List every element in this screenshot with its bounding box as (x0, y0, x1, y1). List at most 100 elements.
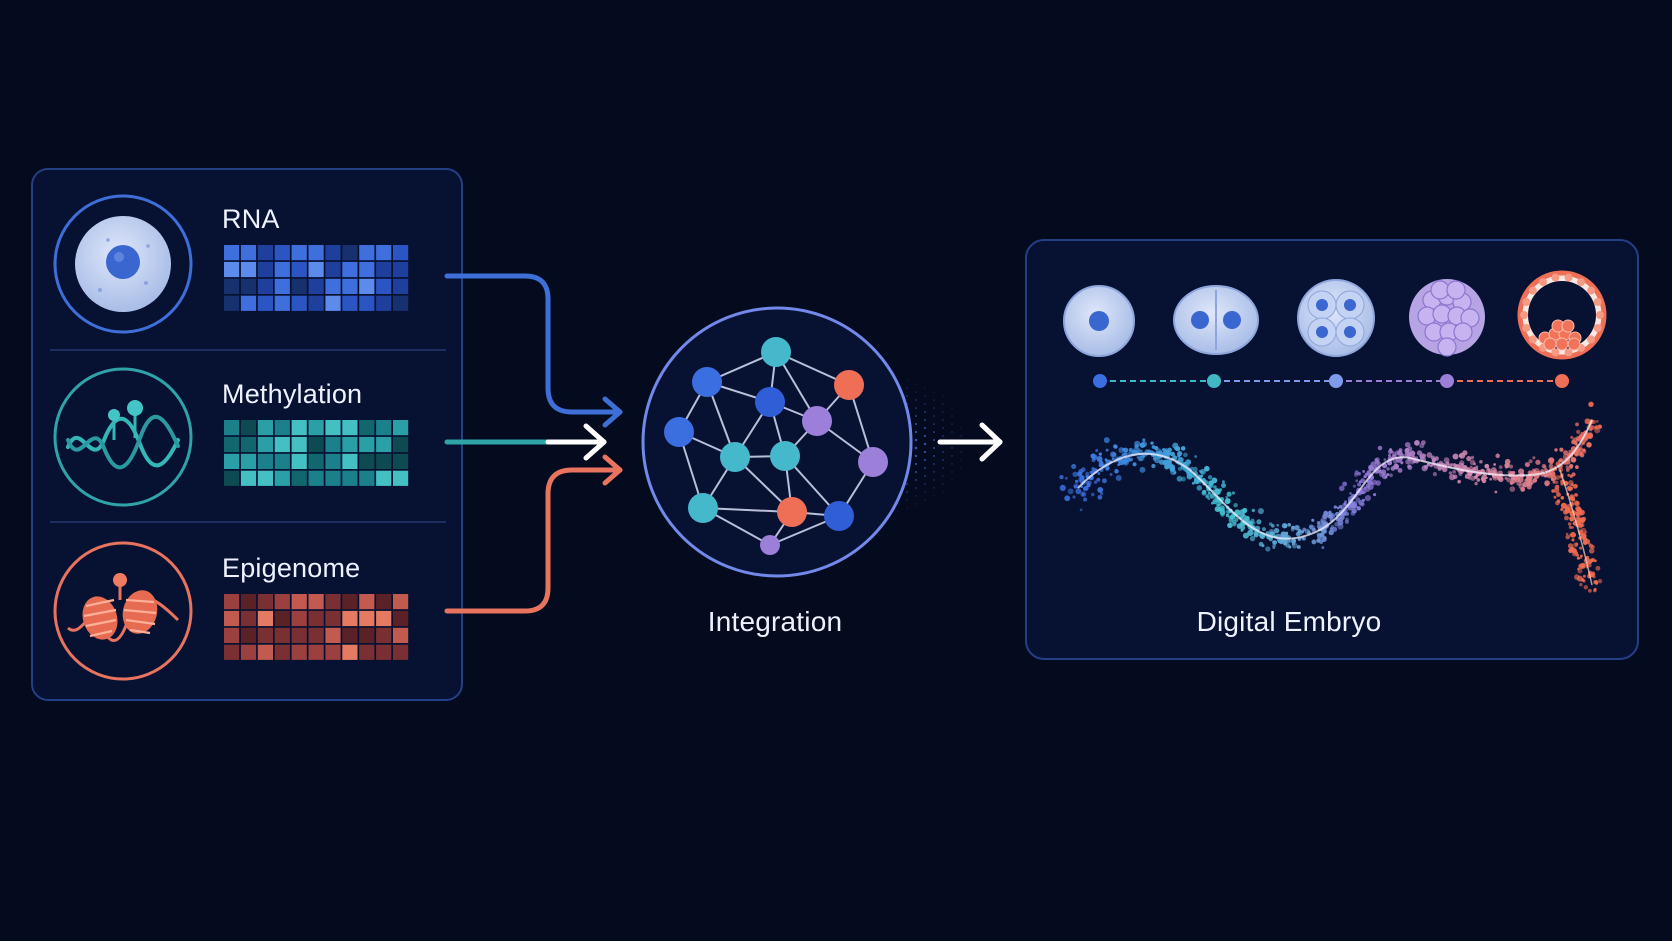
trajectory-dot (1569, 486, 1574, 490)
trajectory-dot (1268, 528, 1275, 535)
trajectory-dot (1364, 495, 1371, 502)
trajectory-dot (1067, 488, 1074, 495)
trajectory-dot (1265, 546, 1271, 552)
trajectory-dot (1220, 512, 1225, 517)
trajectory-dot (1575, 465, 1579, 469)
halftone-dot (933, 415, 935, 417)
trajectory-dot (1301, 530, 1305, 534)
heatmap-cell (257, 261, 273, 278)
epigenome-heatmap (224, 594, 409, 660)
trajectory-dot (1426, 462, 1431, 467)
network-node (761, 337, 791, 367)
rna-cell-icon (53, 194, 193, 334)
trajectory-dot (1075, 488, 1082, 495)
digital-embryo-panel (1025, 239, 1639, 660)
halftone-dot (915, 383, 917, 385)
trajectory-dot (1064, 476, 1068, 480)
heatmap-cell (257, 627, 273, 643)
halftone-dot (960, 435, 962, 437)
heatmap-cell (376, 245, 392, 261)
trajectory-dot (1581, 565, 1586, 569)
trajectory-dot (1439, 460, 1443, 465)
heatmap-cell (342, 627, 358, 643)
heatmap-cell (376, 627, 392, 643)
heatmap-cell (274, 420, 290, 436)
trajectory-dot (1582, 574, 1586, 578)
heatmap-cell (376, 436, 392, 453)
halftone-dot (942, 483, 944, 485)
integration-network-icon (641, 306, 962, 578)
trajectory-dot (1164, 447, 1169, 452)
halftone-dot (933, 399, 935, 401)
trajectory-dot (1590, 557, 1596, 563)
trajectory-dot (1115, 475, 1122, 481)
trajectory-dot (1097, 494, 1103, 500)
trajectory-dot (1342, 481, 1348, 487)
trajectory-dot (1225, 513, 1230, 518)
heatmap-cell (325, 420, 341, 436)
trajectory-dot (1319, 540, 1324, 545)
heatmap-cell (325, 261, 341, 278)
inner-cell-mass (1561, 319, 1575, 333)
trajectory-dot (1564, 515, 1569, 521)
halftone-dot (915, 399, 917, 401)
trajectory-dot (1360, 487, 1367, 494)
trajectory-dot (1452, 453, 1459, 460)
trajectory-dot (1337, 523, 1344, 530)
trajectory-dot (1151, 445, 1156, 449)
trajectory-dot (1567, 522, 1572, 526)
halftone-dot (924, 411, 926, 413)
trajectory-dot (1386, 467, 1390, 471)
halftone-dot (942, 467, 944, 469)
trajectory-dot (1571, 526, 1574, 529)
trajectory-dot (1192, 466, 1198, 472)
trajectory-dot (1239, 509, 1246, 516)
trajectory-dot (1543, 472, 1548, 478)
trajectory-dot (1355, 497, 1361, 503)
heatmap-cell (224, 261, 240, 278)
trajectory-dot (1256, 519, 1262, 525)
trajectory-dot (1565, 468, 1570, 472)
four-cell-icon (1297, 279, 1375, 357)
trajectory-dot (1097, 487, 1104, 493)
trajectory-dot (1363, 486, 1367, 490)
trajectory-dot (1268, 522, 1273, 526)
trajectory-dot (1311, 518, 1315, 522)
trajectory-dot (1201, 490, 1207, 496)
trajectory-dot (1205, 495, 1209, 499)
trajectory-dot (1576, 556, 1580, 560)
trajectory-dot (1374, 459, 1380, 465)
trajectory-dot (1570, 435, 1574, 439)
trajectory-dot (1576, 500, 1579, 504)
halftone-dot (924, 467, 926, 469)
trajectory-dot (1474, 481, 1478, 486)
trajectory-dot (1577, 512, 1582, 517)
trajectory-dot (1588, 401, 1594, 407)
heatmap-cell (257, 594, 273, 610)
trajectory-dot (1211, 477, 1218, 484)
heatmap-cell (240, 644, 257, 660)
heatmap-cell (308, 420, 324, 436)
trajectory-dot (1406, 451, 1412, 457)
halftone-dot (933, 391, 935, 393)
heatmap-cell (308, 594, 324, 610)
trajectory-dot (1580, 533, 1587, 539)
trajectory-dot (1580, 518, 1584, 522)
heatmap-cell (274, 594, 290, 610)
heatmap-cell (393, 245, 409, 261)
trajectory-dot (1404, 441, 1411, 448)
heatmap-cell (308, 278, 324, 294)
halftone-dot (914, 422, 918, 426)
trajectory-dot (1080, 491, 1087, 498)
heatmap-cell (308, 295, 324, 311)
halftone-dot (933, 447, 935, 449)
halftone-dot (914, 462, 918, 466)
halftone-dot (924, 475, 926, 477)
trajectory-dot (1273, 527, 1280, 534)
heatmap-cell (308, 453, 324, 469)
halftone-dot (924, 483, 926, 485)
trajectory-dot (1553, 495, 1557, 499)
trajectory-dot (1321, 546, 1325, 550)
trajectory-dot (1352, 484, 1356, 488)
epigenome-connector-arrow (444, 454, 623, 614)
